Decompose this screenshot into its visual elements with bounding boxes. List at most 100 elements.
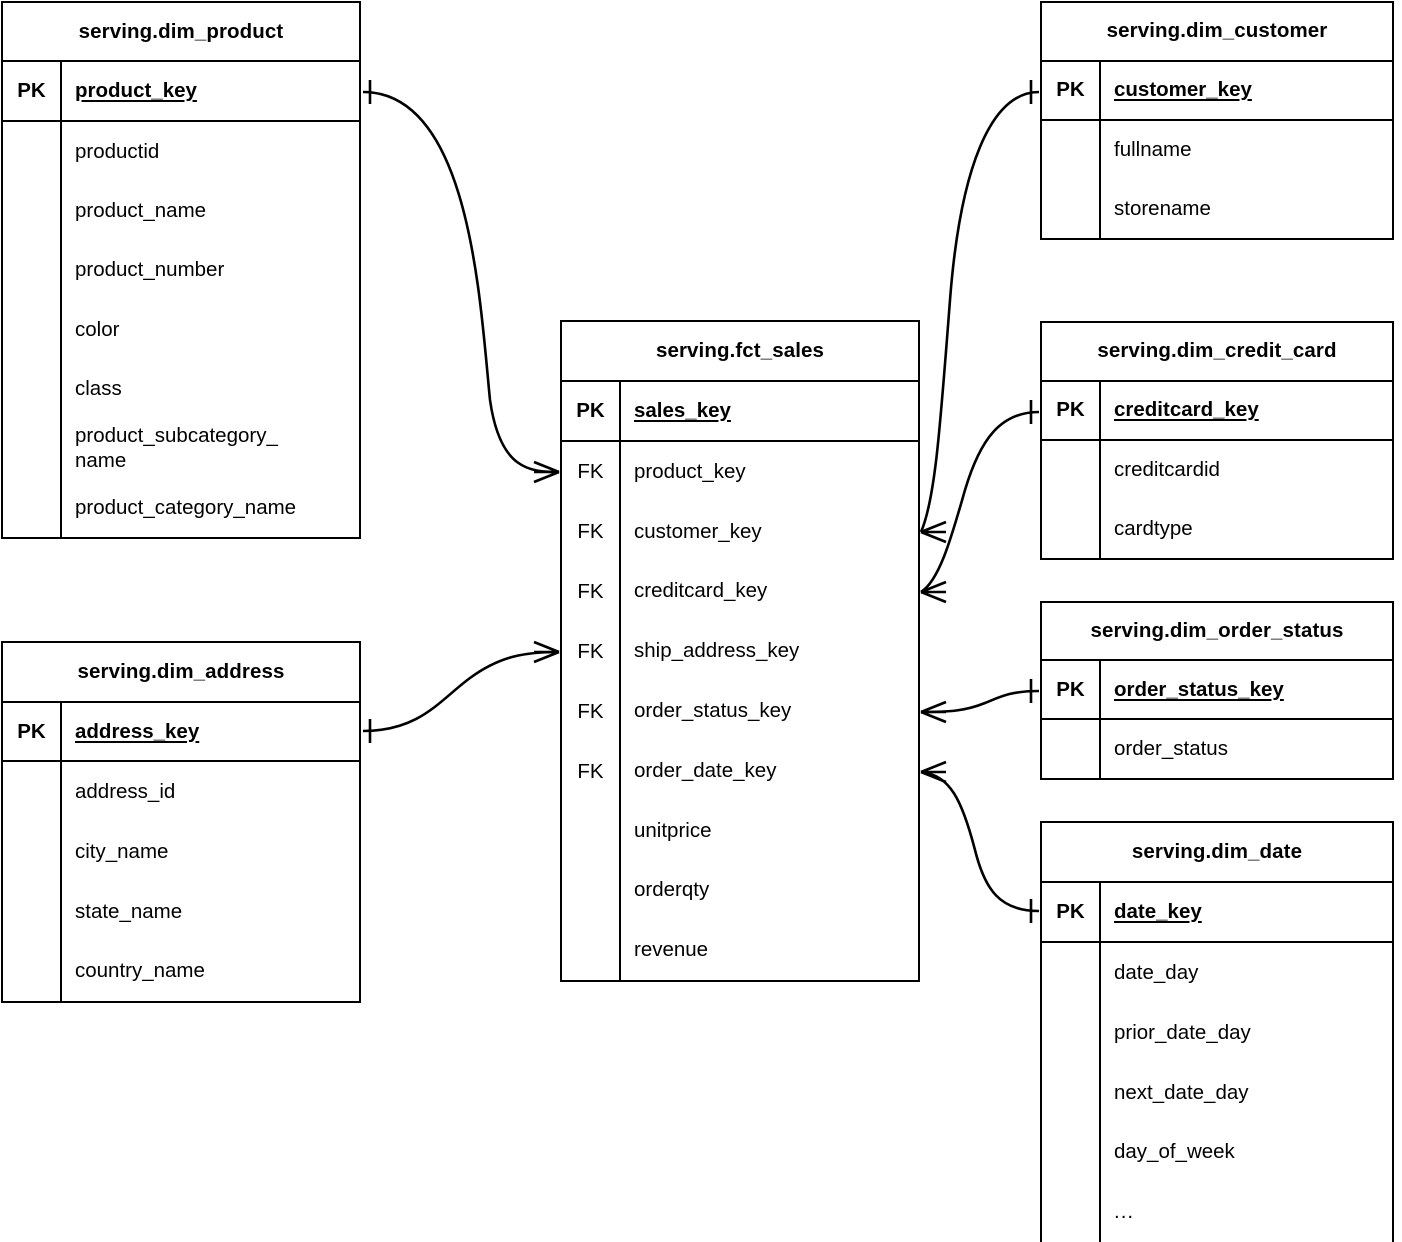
- field-row: next_date_day: [1114, 1080, 1249, 1104]
- fk-tag: FK: [577, 699, 604, 723]
- entity-title-dim-order-status: serving.dim_order_status: [1042, 603, 1392, 662]
- pk-row-dim-customer[interactable]: PK customer_key: [1042, 61, 1392, 121]
- connector-creditcard: [920, 410, 1040, 594]
- field-row: orderqty: [634, 878, 710, 902]
- pk-row-dim-address[interactable]: PK address_key: [3, 702, 359, 763]
- crowfoot-product: [533, 460, 560, 484]
- key-column: [1042, 440, 1101, 558]
- entity-body-dim-order-status: order_status: [1042, 719, 1392, 779]
- field-list-dim-order-status: order_status: [1101, 720, 1392, 778]
- field-row: cardtype: [1114, 516, 1193, 540]
- entity-dim-customer[interactable]: serving.dim_customer PK customer_key ful…: [1040, 1, 1394, 240]
- pk-tag: PK: [1042, 381, 1101, 439]
- field-row: productid: [75, 139, 160, 163]
- pk-tag: PK: [1042, 661, 1101, 718]
- crowfoot-address: [533, 640, 560, 664]
- entity-body-dim-date: date_day prior_date_day next_date_day da…: [1042, 942, 1392, 1242]
- pk-field-name: address_key: [75, 719, 200, 743]
- entity-body-dim-address: address_id city_name state_name country_…: [3, 762, 359, 1001]
- connector-orderstatus: [920, 689, 1040, 714]
- key-column: FK FK FK FK FK FK: [562, 441, 621, 981]
- pk-field-name: creditcard_key: [1114, 398, 1259, 422]
- field-row: city_name: [75, 840, 169, 864]
- field-row: order_status: [1114, 737, 1228, 761]
- entity-body-fct-sales: FK FK FK FK FK FK product_key customer_k…: [562, 441, 918, 981]
- connector-date: [920, 770, 1040, 913]
- pk-row-dim-product[interactable]: PK product_key: [3, 62, 359, 122]
- entity-title-dim-product: serving.dim_product: [3, 3, 359, 63]
- key-column: [1042, 120, 1101, 238]
- field-row: address_id: [75, 780, 176, 804]
- connector-customer: [919, 90, 1040, 533]
- entity-dim-product[interactable]: serving.dim_product PK product_key produ…: [1, 1, 361, 539]
- fk-tag: FK: [577, 639, 604, 663]
- pk-tag: PK: [562, 381, 621, 440]
- pk-tag: PK: [3, 702, 62, 761]
- field-row: customer_key: [634, 519, 762, 543]
- entity-title-dim-customer: serving.dim_customer: [1042, 3, 1392, 62]
- pk-row-dim-credit-card[interactable]: PK creditcard_key: [1042, 381, 1392, 441]
- pk-tag: PK: [1042, 61, 1101, 119]
- field-row: product_category_name: [75, 495, 297, 519]
- pk-tag: PK: [1042, 882, 1101, 941]
- fk-tag: FK: [577, 759, 604, 783]
- entity-dim-order-status[interactable]: serving.dim_order_status PK order_status…: [1040, 601, 1394, 780]
- entity-dim-date[interactable]: serving.dim_date PK date_key date_day pr…: [1040, 821, 1394, 1242]
- field-row: product_subcategory_ name: [75, 423, 278, 472]
- entity-body-dim-credit-card: creditcardid cardtype: [1042, 440, 1392, 558]
- fk-tag: FK: [577, 459, 604, 483]
- field-row: prior_date_day: [1114, 1020, 1251, 1044]
- field-row: day_of_week: [1114, 1140, 1235, 1164]
- pk-field-name: date_key: [1114, 899, 1202, 923]
- crowfoot-orderstatus: [920, 700, 947, 724]
- connector-product: [362, 90, 560, 474]
- field-row: fullname: [1114, 138, 1192, 162]
- field-list-dim-product: productid product_name product_number co…: [62, 122, 359, 537]
- pk-field-name: product_key: [75, 79, 197, 103]
- field-row: class: [75, 376, 122, 400]
- field-row: order_status_key: [634, 699, 792, 723]
- fk-tag: FK: [577, 579, 604, 603]
- field-list-fct-sales: product_key customer_key creditcard_key …: [621, 442, 918, 980]
- field-row: creditcardid: [1114, 458, 1220, 482]
- key-column: [3, 121, 62, 537]
- entity-body-dim-product: productid product_name product_number co…: [3, 121, 359, 537]
- field-row: revenue: [634, 938, 709, 962]
- entity-dim-credit-card[interactable]: serving.dim_credit_card PK creditcard_ke…: [1040, 321, 1394, 560]
- field-list-dim-address: address_id city_name state_name country_…: [62, 762, 359, 1001]
- field-row: order_date_key: [634, 758, 777, 782]
- entity-title-dim-credit-card: serving.dim_credit_card: [1042, 323, 1392, 382]
- field-row: product_key: [634, 459, 746, 483]
- field-row: unitprice: [634, 818, 712, 842]
- field-row: product_number: [75, 258, 225, 282]
- entity-fct-sales[interactable]: serving.fct_sales PK sales_key FK FK FK …: [560, 320, 920, 982]
- entity-title-fct-sales: serving.fct_sales: [562, 322, 918, 382]
- field-list-dim-customer: fullname storename: [1101, 121, 1392, 238]
- field-row: product_name: [75, 198, 207, 222]
- field-row-ellipsis: ...: [1114, 1200, 1135, 1224]
- crowfoot-date: [920, 760, 947, 784]
- key-column: [1042, 719, 1101, 779]
- pk-field-name: customer_key: [1114, 78, 1252, 102]
- entity-title-dim-date: serving.dim_date: [1042, 823, 1392, 883]
- field-list-dim-credit-card: creditcardid cardtype: [1101, 441, 1392, 558]
- crowfoot-customer: [920, 520, 947, 544]
- field-row: date_day: [1114, 960, 1199, 984]
- pk-row-dim-order-status[interactable]: PK order_status_key: [1042, 661, 1392, 720]
- connector-address: [362, 650, 560, 733]
- pk-row-dim-date[interactable]: PK date_key: [1042, 882, 1392, 943]
- entity-title-dim-address: serving.dim_address: [3, 643, 359, 703]
- field-row: storename: [1114, 196, 1211, 220]
- field-row: creditcard_key: [634, 579, 768, 603]
- pk-field-name: sales_key: [634, 398, 731, 422]
- field-list-dim-date: date_day prior_date_day next_date_day da…: [1101, 943, 1392, 1242]
- key-column: [3, 762, 62, 1001]
- fk-tag: FK: [577, 519, 604, 543]
- pk-field-name: order_status_key: [1114, 677, 1284, 701]
- field-row: country_name: [75, 959, 205, 983]
- pk-row-fct-sales[interactable]: PK sales_key: [562, 381, 918, 442]
- field-row: ship_address_key: [634, 639, 800, 663]
- entity-dim-address[interactable]: serving.dim_address PK address_key addre…: [1, 641, 361, 1003]
- field-row: color: [75, 317, 120, 341]
